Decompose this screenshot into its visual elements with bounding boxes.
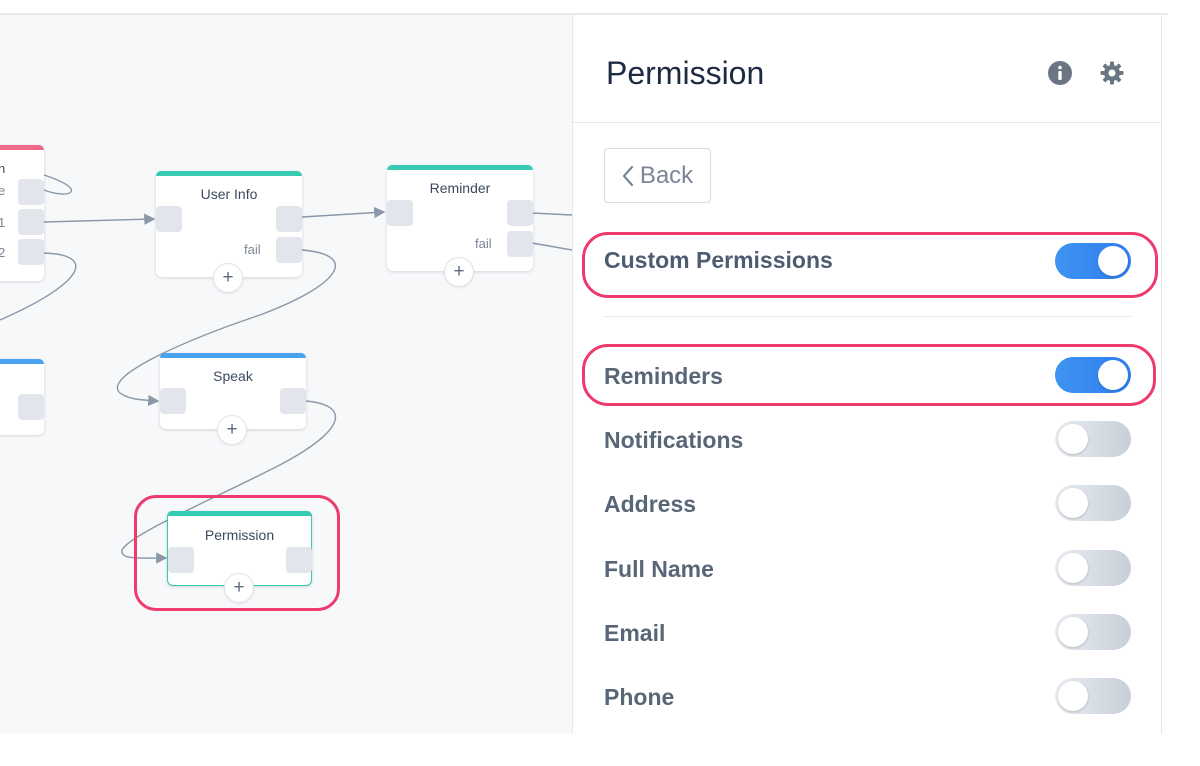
block-side-label: n (0, 161, 6, 176)
add-step-button[interactable]: + (217, 415, 247, 445)
flow-block-speak[interactable]: Speak + (160, 353, 306, 445)
flow-block-reminder[interactable]: Reminder fail + (387, 165, 533, 287)
back-button-label: Back (639, 161, 694, 189)
header-divider (573, 122, 1161, 123)
block-color-bar (167, 511, 312, 516)
fail-port[interactable] (507, 231, 533, 257)
flow-canvas[interactable]: n e 1 2 User Info fail + Reminder fail (0, 15, 572, 734)
custom-permissions-label: Custom Permissions (604, 247, 833, 273)
flow-block-start[interactable]: n e 1 2 (0, 145, 44, 281)
top-bar (0, 0, 1168, 15)
input-port[interactable] (156, 206, 182, 232)
input-port[interactable] (160, 388, 186, 414)
output-port[interactable] (18, 239, 44, 265)
block-color-bar (0, 145, 44, 150)
block-color-bar (0, 359, 44, 364)
flow-block-user-info[interactable]: User Info fail + (156, 171, 302, 293)
permission-toggle-full-name[interactable] (1055, 550, 1131, 586)
output-port[interactable] (286, 547, 312, 573)
link-start-userinfo (43, 213, 156, 225)
reminders-highlight (582, 344, 1156, 406)
link-start-down (0, 252, 77, 321)
flow-block-partial[interactable] (0, 359, 44, 435)
panel-title: Permission (606, 55, 765, 91)
permission-label-full-name: Full Name (604, 556, 714, 582)
add-step-button[interactable]: + (213, 263, 243, 293)
permission-toggle-phone[interactable] (1055, 678, 1131, 714)
permission-label-address: Address (604, 491, 697, 517)
permission-toggle-notifications[interactable] (1055, 421, 1131, 457)
toggle-knob (1058, 681, 1088, 711)
link-userinfo-reminder (301, 207, 386, 219)
toggle-knob (1058, 553, 1088, 583)
permission-label-notifications: Notifications (604, 427, 744, 453)
flow-block-permission[interactable]: Permission + (167, 511, 312, 603)
permission-toggle-reminders[interactable] (1055, 357, 1131, 393)
block-side-label: 2 (0, 245, 6, 260)
permission-label-phone: Phone (604, 684, 675, 710)
block-side-label: e (0, 183, 6, 198)
toggle-knob (1058, 424, 1088, 454)
toggle-knob (1098, 360, 1128, 390)
output-port[interactable] (276, 206, 302, 232)
permission-label-reminders: Reminders (604, 363, 723, 389)
custom-permissions-toggle[interactable] (1055, 243, 1131, 279)
block-side-label: 1 (0, 215, 6, 230)
toggle-knob (1058, 488, 1088, 518)
output-port[interactable] (507, 200, 533, 226)
info-icon[interactable] (1048, 61, 1072, 85)
link-reminder-fail-right (531, 242, 572, 251)
toggle-knob (1058, 617, 1088, 647)
block-color-bar (160, 353, 306, 358)
block-color-bar (387, 165, 533, 170)
section-divider (604, 316, 1131, 317)
link-speak-permission (121, 400, 336, 564)
permission-panel: Permission Bac (572, 15, 1162, 734)
block-title: Speak (213, 368, 253, 384)
output-port[interactable] (280, 388, 306, 414)
chevron-left-icon (622, 165, 633, 186)
block-color-bar (156, 171, 302, 176)
block-title: Permission (204, 527, 275, 543)
output-port[interactable] (18, 179, 44, 205)
block-title: User Info (200, 186, 258, 202)
gear-icon[interactable] (1100, 61, 1124, 85)
permission-block-highlight (134, 495, 340, 611)
link-start-loop (43, 174, 73, 195)
fail-label: fail (244, 242, 261, 257)
link-reminder-right (531, 212, 572, 216)
block-title: Reminder (429, 180, 491, 196)
toggle-knob (1098, 246, 1128, 276)
custom-permissions-highlight (582, 232, 1158, 298)
output-port[interactable] (18, 209, 44, 235)
permission-toggle-address[interactable] (1055, 485, 1131, 521)
input-port[interactable] (387, 200, 413, 226)
permission-toggle-email[interactable] (1055, 614, 1131, 650)
back-button[interactable]: Back (604, 148, 711, 203)
fail-port[interactable] (276, 237, 302, 263)
connection-lines (0, 174, 572, 564)
link-userinfo-fail-speak (116, 249, 336, 407)
input-port[interactable] (168, 547, 194, 573)
permission-label-email: Email (604, 620, 666, 646)
fail-label: fail (475, 236, 492, 251)
add-step-button[interactable]: + (224, 573, 254, 603)
output-port[interactable] (18, 394, 44, 420)
add-step-button[interactable]: + (444, 257, 474, 287)
